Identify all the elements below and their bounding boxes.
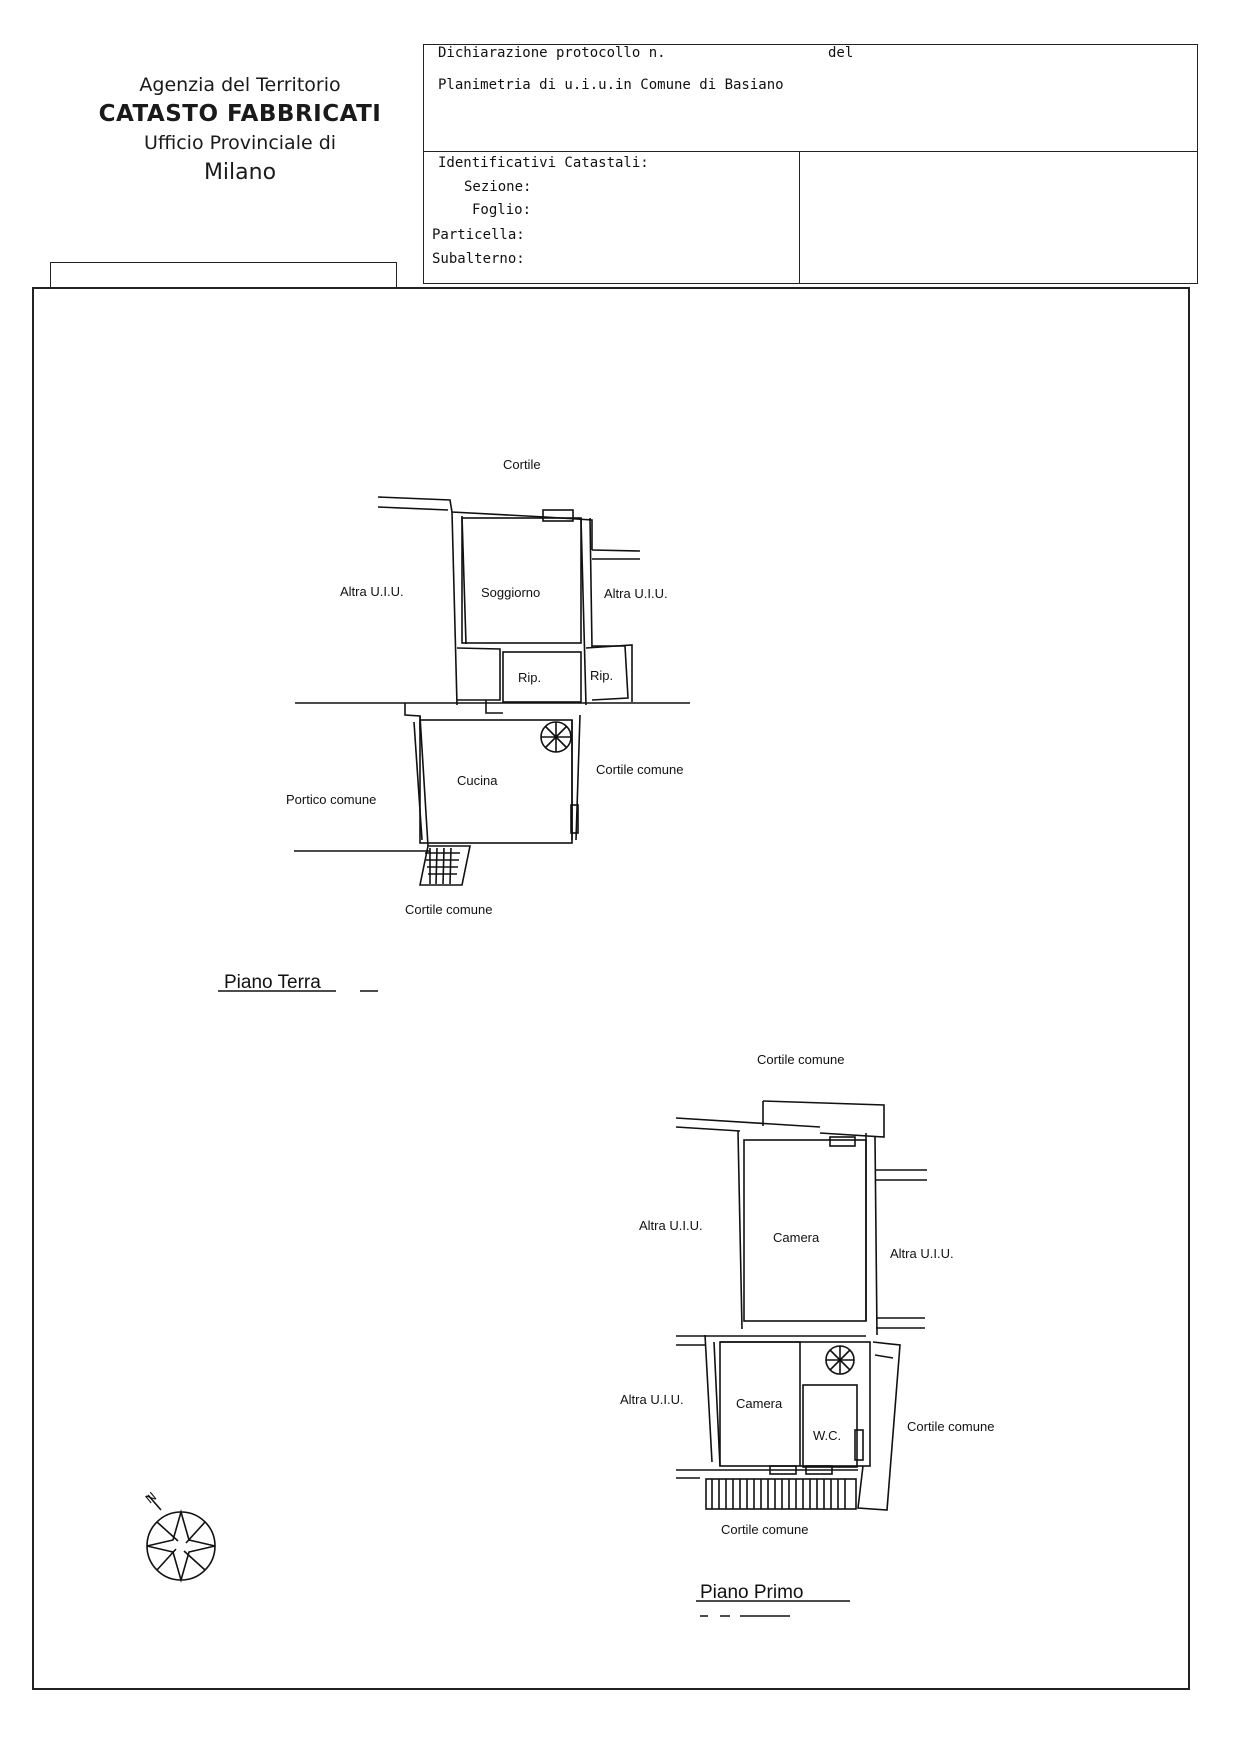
particella-label: Particella:	[432, 227, 525, 243]
label-rip-1: Rip.	[518, 670, 541, 685]
del-label: del	[828, 45, 854, 61]
label-cortile: Cortile	[503, 457, 541, 472]
label-camera-top: Camera	[773, 1230, 820, 1245]
label-cortile-comune-right: Cortile comune	[596, 762, 683, 777]
foglio-label: Foglio:	[472, 202, 532, 218]
agency-block: Agenzia del Territorio CATASTO FABBRICAT…	[90, 72, 390, 190]
label-soggiorno: Soggiorno	[481, 585, 540, 600]
label-cucina: Cucina	[457, 773, 498, 788]
office-label: Ufficio Provinciale di	[143, 132, 337, 154]
title-piano-terra: Piano Terra	[224, 972, 321, 993]
label-cortile-comune-top: Cortile comune	[757, 1052, 844, 1067]
label-cortile-comune-bottom-ff: Cortile comune	[721, 1522, 808, 1537]
label-altra-uiu-right: Altra U.I.U.	[604, 586, 668, 601]
sezione-label: Sezione:	[464, 179, 532, 195]
subalterno-label: Subalterno:	[432, 251, 525, 267]
label-camera-bottom: Camera	[736, 1396, 783, 1411]
title-piano-primo: Piano Primo	[700, 1582, 804, 1603]
tab-box	[50, 262, 397, 288]
header-divider-v	[799, 151, 800, 283]
compass-rose-icon	[146, 1494, 216, 1583]
identifiers-title: Identificativi Catastali:	[438, 155, 649, 171]
label-altra-uiu-left-top: Altra U.I.U.	[639, 1218, 703, 1233]
label-cortile-comune-bottom: Cortile comune	[405, 902, 492, 917]
label-rip-2: Rip.	[590, 668, 613, 683]
header-divider-h	[424, 151, 1197, 152]
label-portico-comune: Portico comune	[286, 792, 376, 807]
label-cortile-comune-right-ff: Cortile comune	[907, 1419, 994, 1434]
label-wc: W.C.	[813, 1428, 841, 1443]
protocol-label: Dichiarazione protocollo n.	[438, 45, 666, 61]
label-altra-uiu-left-bottom: Altra U.I.U.	[620, 1392, 684, 1407]
first-floor-plan	[675, 1100, 927, 1511]
catasto-title: CATASTO FABBRICATI	[98, 101, 382, 127]
label-altra-uiu-left: Altra U.I.U.	[340, 584, 404, 599]
agency-name: Agenzia del Territorio	[139, 74, 341, 96]
ground-floor-plan	[294, 496, 690, 886]
office-city: Milano	[203, 160, 277, 185]
header-form: Dichiarazione protocollo n. del Planimet…	[423, 44, 1198, 284]
drawing-frame	[32, 287, 1190, 1690]
label-altra-uiu-right: Altra U.I.U.	[890, 1246, 954, 1261]
planimetry-label: Planimetria di u.i.u.in Comune di Basian…	[438, 77, 784, 93]
compass-north-label: N	[142, 1489, 159, 1507]
